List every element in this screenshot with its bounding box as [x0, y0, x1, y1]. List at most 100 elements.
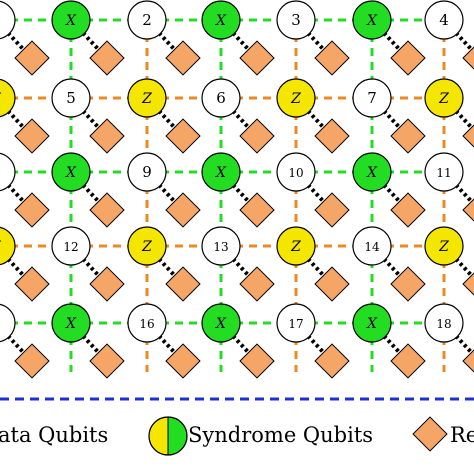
data-qubit [201, 78, 241, 118]
readout-resonator [89, 343, 125, 379]
readout-link [454, 183, 474, 204]
readout-link [6, 109, 26, 130]
z-syndrome-qubit [0, 226, 16, 266]
syndrome-swatch-x-half [167, 416, 188, 456]
z-syndrome-qubit-label: Z [0, 91, 1, 107]
z-syndrome-qubit [276, 78, 316, 118]
readout-link [6, 31, 26, 52]
x-syndrome-qubit [51, 0, 91, 40]
readout-link [382, 257, 402, 278]
z-syndrome-qubit-label: Z [141, 239, 152, 255]
data-qubit [0, 0, 16, 40]
readout-link [382, 31, 402, 52]
data-qubit [0, 303, 16, 343]
z-syndrome-qubit [276, 226, 316, 266]
data-qubit-label: 17 [288, 317, 303, 331]
data-qubit [127, 152, 167, 192]
readout-resonator [239, 266, 275, 302]
readout-resonator [239, 192, 275, 228]
readout-resonator [314, 40, 350, 76]
syndrome-swatch-z-half [148, 416, 169, 456]
x-syndrome-qubit [201, 303, 241, 343]
x-syndrome-qubit [51, 303, 91, 343]
readout-resonator [314, 118, 350, 154]
z-syndrome-qubit [0, 78, 16, 118]
z-syndrome-qubit-label: Z [438, 91, 449, 107]
readout-link [6, 334, 26, 355]
readout-resonator [314, 343, 350, 379]
data-qubit-label: 13 [213, 240, 228, 254]
readout-resonator [165, 118, 201, 154]
data-qubit-label: 12 [63, 240, 78, 254]
readout-resonator [239, 40, 275, 76]
x-syndrome-qubit-label: X [65, 165, 77, 181]
data-qubit-label: 5 [66, 89, 76, 107]
readout-resonator [89, 266, 125, 302]
readout-link [454, 109, 474, 130]
data-qubit-label: 5 [0, 314, 1, 332]
x-syndrome-qubit-label: X [215, 13, 227, 29]
legend-syndrome-qubits-label: Syndrome Qubits [188, 423, 373, 447]
z-syndrome-qubit-label: Z [0, 239, 1, 255]
data-qubit [127, 303, 167, 343]
readout-link [454, 334, 474, 355]
readout-link [157, 183, 177, 204]
readout-link [382, 334, 402, 355]
x-syndrome-qubit [352, 303, 392, 343]
x-syndrome-qubit-label: X [366, 165, 378, 181]
readout-resonator [14, 343, 50, 379]
data-qubit [201, 226, 241, 266]
readout-link [157, 31, 177, 52]
readout-link [306, 109, 326, 130]
data-qubit-label: 18 [436, 317, 451, 331]
readout-resonator [14, 266, 50, 302]
readout-link [157, 109, 177, 130]
data-qubit-label: 6 [216, 89, 226, 107]
readout-link [157, 334, 177, 355]
readout-resonator [89, 40, 125, 76]
x-syndrome-qubit-label: X [366, 316, 378, 332]
readout-resonator [14, 118, 50, 154]
x-syndrome-qubit [201, 152, 241, 192]
readout-resonator [390, 192, 426, 228]
x-syndrome-qubit-label: X [215, 316, 227, 332]
readout-link [81, 183, 101, 204]
readout-links [6, 31, 474, 355]
data-qubit [51, 78, 91, 118]
z-syndrome-qubit [424, 78, 464, 118]
readout-resonator [89, 192, 125, 228]
x-syndrome-qubit [352, 152, 392, 192]
readout-link [306, 183, 326, 204]
readout-resonator [239, 343, 275, 379]
z-syndrome-qubit-label: Z [141, 91, 152, 107]
readout-link [231, 109, 251, 130]
readout-link [231, 257, 251, 278]
syndrome-qubit-swatch [148, 416, 188, 456]
readout-resonator [165, 40, 201, 76]
x-syndrome-qubit-label: X [215, 165, 227, 181]
data-qubit-label: 4 [439, 11, 449, 29]
readout-resonator [165, 343, 201, 379]
readout-resonator [462, 118, 474, 154]
data-qubit-label: 7 [367, 89, 377, 107]
readout-link [81, 257, 101, 278]
data-qubit [424, 0, 464, 40]
readout-resonator [462, 266, 474, 302]
data-qubit [276, 152, 316, 192]
data-qubit [51, 226, 91, 266]
data-qubit [276, 0, 316, 40]
data-qubit [352, 78, 392, 118]
readout-resonator [390, 266, 426, 302]
readout-resonator [314, 192, 350, 228]
readout-link [6, 183, 26, 204]
z-syndrome-qubit-label: Z [438, 239, 449, 255]
readout-swatch [412, 416, 448, 452]
readout-link [454, 31, 474, 52]
legend-data-qubits-label: ata Qubits [0, 423, 108, 447]
readout-resonator [89, 118, 125, 154]
data-qubit [0, 152, 16, 192]
readout-resonator [390, 118, 426, 154]
x-syndrome-qubit [352, 0, 392, 40]
readout-link [81, 334, 101, 355]
